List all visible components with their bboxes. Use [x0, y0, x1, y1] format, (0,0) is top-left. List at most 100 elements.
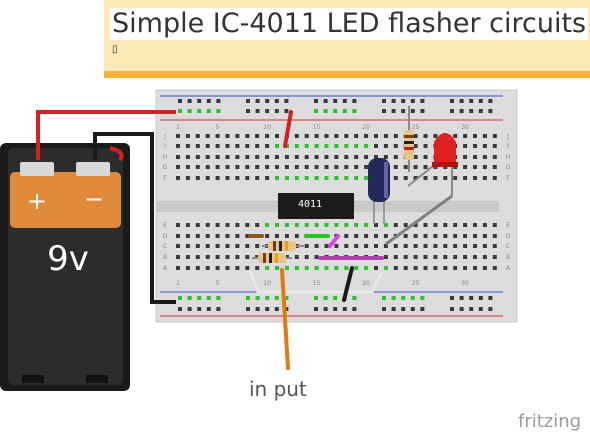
breadboard-hole[interactable]	[265, 223, 270, 227]
breadboard-hole[interactable]	[205, 176, 210, 180]
breadboard-hole[interactable]	[205, 266, 210, 270]
breadboard-hole[interactable]	[374, 234, 378, 238]
breadboard-hole[interactable]	[393, 134, 398, 138]
breadboard-hole[interactable]	[393, 144, 398, 148]
breadboard-hole[interactable]	[176, 244, 180, 248]
breadboard-hole[interactable]	[354, 244, 359, 248]
breadboard-hole[interactable]	[324, 155, 329, 159]
breadboard-hole[interactable]	[275, 176, 279, 180]
resistor-vertical[interactable]	[404, 106, 414, 172]
breadboard-hole[interactable]	[478, 109, 483, 113]
breadboard-hole[interactable]	[403, 244, 408, 248]
breadboard-hole[interactable]	[215, 234, 220, 238]
breadboard-hole[interactable]	[423, 244, 428, 248]
breadboard-hole[interactable]	[463, 266, 468, 270]
breadboard-hole[interactable]	[433, 244, 438, 248]
breadboard-hole[interactable]	[225, 155, 230, 159]
breadboard-hole[interactable]	[294, 144, 299, 148]
breadboard-hole[interactable]	[195, 255, 200, 259]
breadboard-hole[interactable]	[344, 144, 349, 148]
breadboard-hole[interactable]	[255, 99, 260, 103]
breadboard-hole[interactable]	[185, 165, 190, 169]
breadboard-hole[interactable]	[342, 307, 347, 311]
breadboard-hole[interactable]	[403, 234, 408, 238]
breadboard-hole[interactable]	[344, 234, 349, 238]
breadboard-hole[interactable]	[275, 155, 279, 159]
breadboard-hole[interactable]	[284, 176, 289, 180]
breadboard-hole[interactable]	[225, 165, 230, 169]
breadboard-hole[interactable]	[492, 223, 497, 227]
breadboard-hole[interactable]	[393, 155, 398, 159]
breadboard-hole[interactable]	[391, 296, 396, 300]
breadboard-hole[interactable]	[314, 266, 319, 270]
breadboard-hole[interactable]	[304, 244, 309, 248]
breadboard-hole[interactable]	[383, 234, 388, 238]
breadboard-hole[interactable]	[294, 155, 299, 159]
breadboard-hole[interactable]	[294, 223, 299, 227]
breadboard-hole[interactable]	[383, 155, 388, 159]
breadboard-hole[interactable]	[187, 109, 192, 113]
breadboard-hole[interactable]	[433, 134, 438, 138]
breadboard-hole[interactable]	[478, 296, 483, 300]
breadboard-hole[interactable]	[344, 266, 349, 270]
breadboard-hole[interactable]	[284, 155, 289, 159]
breadboard-hole[interactable]	[450, 307, 454, 311]
breadboard-hole[interactable]	[374, 155, 378, 159]
breadboard-hole[interactable]	[185, 255, 190, 259]
breadboard-hole[interactable]	[478, 99, 483, 103]
breadboard-hole[interactable]	[473, 234, 477, 238]
breadboard-hole[interactable]	[473, 155, 477, 159]
breadboard-hole[interactable]	[453, 223, 458, 227]
breadboard-hole[interactable]	[284, 266, 289, 270]
breadboard-hole[interactable]	[304, 255, 309, 259]
title-note[interactable]: Simple IC-4011 LED flasher circuits ▯	[104, 0, 590, 78]
breadboard-hole[interactable]	[187, 296, 192, 300]
breadboard-hole[interactable]	[245, 165, 250, 169]
battery-9v[interactable]: + − 9v	[0, 143, 130, 391]
breadboard-hole[interactable]	[374, 134, 378, 138]
breadboard-hole[interactable]	[246, 307, 250, 311]
breadboard-hole[interactable]	[420, 99, 425, 103]
breadboard-hole[interactable]	[275, 223, 279, 227]
breadboard-hole[interactable]	[304, 176, 309, 180]
breadboard-hole[interactable]	[245, 266, 250, 270]
breadboard-hole[interactable]	[324, 165, 329, 169]
breadboard-hole[interactable]	[176, 134, 180, 138]
breadboard-hole[interactable]	[284, 99, 289, 103]
breadboard-hole[interactable]	[401, 307, 406, 311]
breadboard-hole[interactable]	[450, 99, 454, 103]
breadboard-hole[interactable]	[443, 244, 448, 248]
breadboard-hole[interactable]	[323, 296, 328, 300]
breadboard-hole[interactable]	[265, 296, 270, 300]
breadboard-hole[interactable]	[391, 307, 396, 311]
breadboard-hole[interactable]	[352, 307, 357, 311]
breadboard-hole[interactable]	[482, 155, 487, 159]
breadboard-hole[interactable]	[314, 255, 319, 259]
breadboard-hole[interactable]	[294, 255, 299, 259]
breadboard-hole[interactable]	[304, 223, 309, 227]
breadboard-hole[interactable]	[215, 155, 220, 159]
breadboard-hole[interactable]	[413, 223, 418, 227]
breadboard-hole[interactable]	[488, 109, 493, 113]
breadboard-hole[interactable]	[354, 223, 359, 227]
breadboard-hole[interactable]	[423, 223, 428, 227]
breadboard-hole[interactable]	[265, 155, 270, 159]
breadboard-hole[interactable]	[304, 266, 309, 270]
breadboard-hole[interactable]	[413, 234, 418, 238]
breadboard-hole[interactable]	[463, 244, 468, 248]
breadboard-hole[interactable]	[374, 244, 378, 248]
breadboard-hole[interactable]	[410, 99, 415, 103]
capacitor[interactable]	[368, 158, 390, 224]
breadboard-hole[interactable]	[443, 176, 448, 180]
breadboard-hole[interactable]	[354, 165, 359, 169]
breadboard-hole[interactable]	[274, 307, 279, 311]
breadboard-hole[interactable]	[205, 244, 210, 248]
breadboard-hole[interactable]	[185, 223, 190, 227]
breadboard-hole[interactable]	[382, 99, 386, 103]
breadboard-hole[interactable]	[354, 155, 359, 159]
breadboard-hole[interactable]	[334, 134, 339, 138]
breadboard-hole[interactable]	[453, 255, 458, 259]
breadboard-hole[interactable]	[433, 255, 438, 259]
breadboard-hole[interactable]	[473, 266, 477, 270]
breadboard-hole[interactable]	[314, 165, 319, 169]
